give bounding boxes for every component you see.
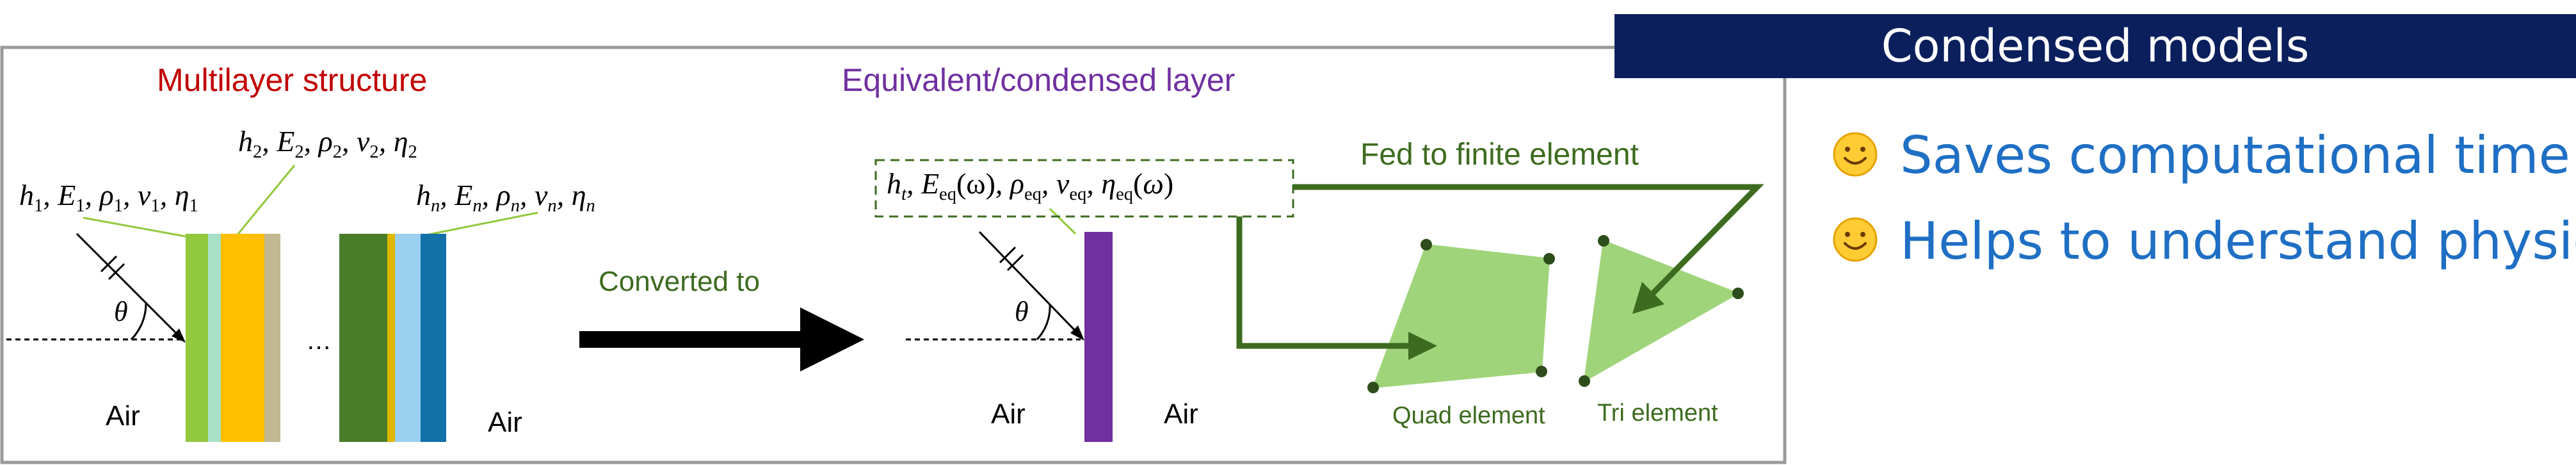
schematic-frame [0, 45, 1787, 464]
tri-node [1732, 288, 1744, 299]
layer2-leader [234, 165, 296, 238]
ray-arrowhead-right [1070, 325, 1084, 341]
multilayer-title: Multilayer structure [157, 62, 428, 98]
angle-arc-right [1036, 304, 1051, 341]
fe-label: Fed to finite element [1360, 138, 1639, 172]
layer-2 [208, 234, 221, 442]
layer-5 [339, 234, 387, 442]
converted-to-label: Converted to [599, 266, 760, 297]
tri-element [1583, 240, 1740, 382]
tri-node [1598, 235, 1609, 247]
smiley-icon [1833, 217, 1878, 262]
benefit-item-computational-time: Saves computational time [1900, 126, 2570, 185]
benefit-item-physics: Helps to understand physics [1900, 211, 2576, 271]
fe-arrow-quad-head [1408, 332, 1437, 360]
angle-theta-left: θ [114, 296, 128, 327]
ray-tick-4 [1006, 254, 1024, 272]
ray-tick-3 [999, 246, 1017, 264]
angle-arc-left [130, 302, 147, 341]
convert-arrow-shaft [579, 331, 807, 348]
incident-ray-left [76, 232, 184, 341]
angle-theta-right: θ [1015, 296, 1029, 327]
air-label-condensed-right: Air [1164, 398, 1198, 430]
layern-params-label: hn, En, ρn, νn, ηn [416, 179, 595, 216]
air-label-condensed-left: Air [991, 398, 1026, 430]
banner-title: Condensed models [1881, 20, 2310, 72]
layern-leader [428, 211, 538, 236]
fe-arrow-quad [1236, 216, 1415, 349]
quad-node [1543, 253, 1555, 265]
tri-node [1579, 375, 1590, 387]
condensed-models-banner: Condensed models [1614, 14, 2576, 78]
condensed-params-label: ht, Eeq(ω), ρeq, νeq, ηeq(ω) [887, 167, 1174, 204]
layer-3 [221, 234, 264, 442]
condensed-layer [1084, 232, 1113, 442]
fe-arrow-tri-head [1632, 282, 1664, 314]
convert-arrow-head [800, 307, 864, 371]
air-label-left: Air [106, 400, 140, 432]
fe-arrow-tri [1293, 184, 1764, 297]
air-label-right: Air [488, 407, 522, 438]
layer-n [421, 234, 446, 442]
ray-tick-1 [100, 255, 118, 273]
condensed-leader [1049, 208, 1077, 235]
smiley-icon [1833, 132, 1878, 177]
ray-tick-2 [108, 263, 125, 281]
ray-arrowhead-left [172, 329, 186, 343]
incident-ray-right [978, 231, 1082, 338]
condensed-title: Equivalent/condensed layer [842, 62, 1236, 98]
layer1-params-label: h1, E1, ρ1, ν1, η1 [19, 179, 198, 216]
layer-4 [264, 234, 280, 442]
layer-7 [395, 234, 421, 442]
layer-ellipsis: … [306, 327, 332, 355]
layer1-leader [83, 216, 189, 238]
quad-node [1536, 366, 1547, 377]
quad-element-label: Quad element [1392, 402, 1545, 429]
quad-node [1367, 382, 1379, 393]
layer2-params-label: h2, E2, ρ2, ν2, η2 [238, 125, 417, 162]
layer-1 [186, 234, 208, 442]
layer-6 [387, 234, 395, 442]
quad-node [1421, 239, 1432, 250]
quad-element [1372, 243, 1550, 389]
tri-element-label: Tri element [1597, 400, 1718, 427]
